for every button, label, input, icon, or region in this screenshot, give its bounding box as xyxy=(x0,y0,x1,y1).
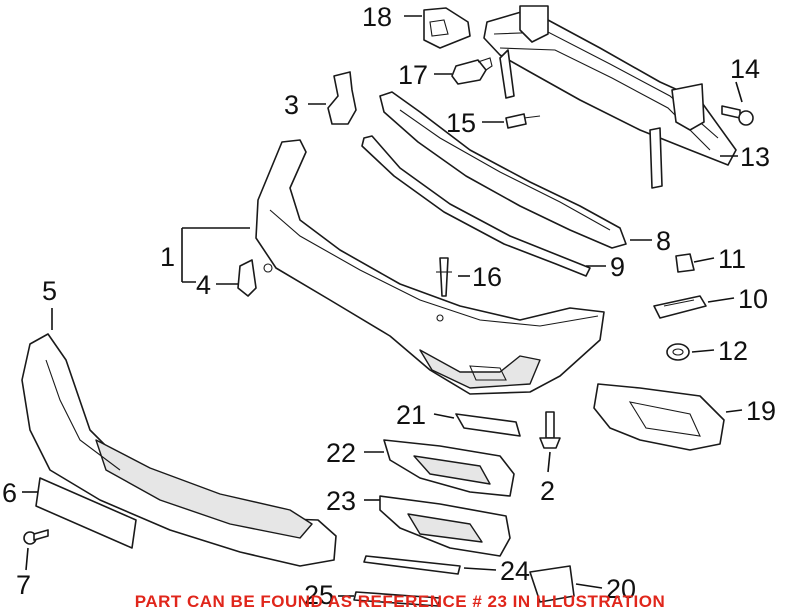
part-16-clip xyxy=(436,257,452,297)
callout-1: 1 xyxy=(160,242,175,272)
callout-2: 2 xyxy=(540,476,555,506)
callout-11: 11 xyxy=(718,244,746,274)
part-12-grommet xyxy=(666,343,690,361)
part-24-trim-strip xyxy=(363,555,461,575)
callout-18: 18 xyxy=(362,2,392,32)
callout-labels: 18 17 3 14 15 13 1 4 8 9 16 11 10 12 5 6… xyxy=(2,2,776,610)
callout-15: 15 xyxy=(446,108,476,138)
part-13-reinforcement-beam xyxy=(483,5,737,189)
part-11-nut xyxy=(675,253,695,273)
part-15-bolt xyxy=(505,113,541,129)
part-14-bolt xyxy=(721,105,754,126)
callout-19: 19 xyxy=(746,396,776,426)
part-6-trim-plate xyxy=(35,477,137,549)
part-4-bracket xyxy=(237,259,257,297)
part-1-bumper-cover xyxy=(255,139,605,395)
part-25-strip xyxy=(353,591,441,607)
part-7-bolt xyxy=(23,529,49,545)
part-22-grille xyxy=(383,439,515,497)
part-23-grille-insert xyxy=(379,495,511,557)
callout-6: 6 xyxy=(2,478,17,508)
part-17-sensor xyxy=(451,57,493,85)
part-8-energy-absorber xyxy=(379,91,627,249)
part-3-bracket xyxy=(327,71,357,125)
callout-25: 25 xyxy=(304,580,334,610)
leader-lines xyxy=(22,15,743,597)
callout-8: 8 xyxy=(656,226,671,256)
part-19-bracket xyxy=(593,383,725,451)
callout-23: 23 xyxy=(326,486,356,516)
callout-14: 14 xyxy=(730,54,760,84)
part-5-lower-panel xyxy=(21,333,337,567)
callout-16: 16 xyxy=(472,262,502,292)
callout-21: 21 xyxy=(396,400,426,430)
callout-20: 20 xyxy=(606,574,636,604)
callout-3: 3 xyxy=(284,90,299,120)
part-10-bracket xyxy=(653,295,707,319)
callout-17: 17 xyxy=(398,60,428,90)
callout-22: 22 xyxy=(326,438,356,468)
part-9-guide-strip xyxy=(361,135,591,277)
callout-4: 4 xyxy=(196,270,211,300)
callout-12: 12 xyxy=(718,336,748,366)
part-18-bracket xyxy=(423,7,471,49)
callout-7: 7 xyxy=(16,570,31,600)
callout-9: 9 xyxy=(610,252,625,282)
part-21-bezel xyxy=(455,413,521,437)
part-2-bolt xyxy=(539,411,561,449)
part-20-cap xyxy=(529,565,575,603)
callout-5: 5 xyxy=(42,276,57,306)
callout-24: 24 xyxy=(500,556,530,586)
callout-13: 13 xyxy=(740,142,770,172)
reference-note: PART CAN BE FOUND AS REFERENCE # 23 IN I… xyxy=(134,592,666,611)
callout-10: 10 xyxy=(738,284,768,314)
